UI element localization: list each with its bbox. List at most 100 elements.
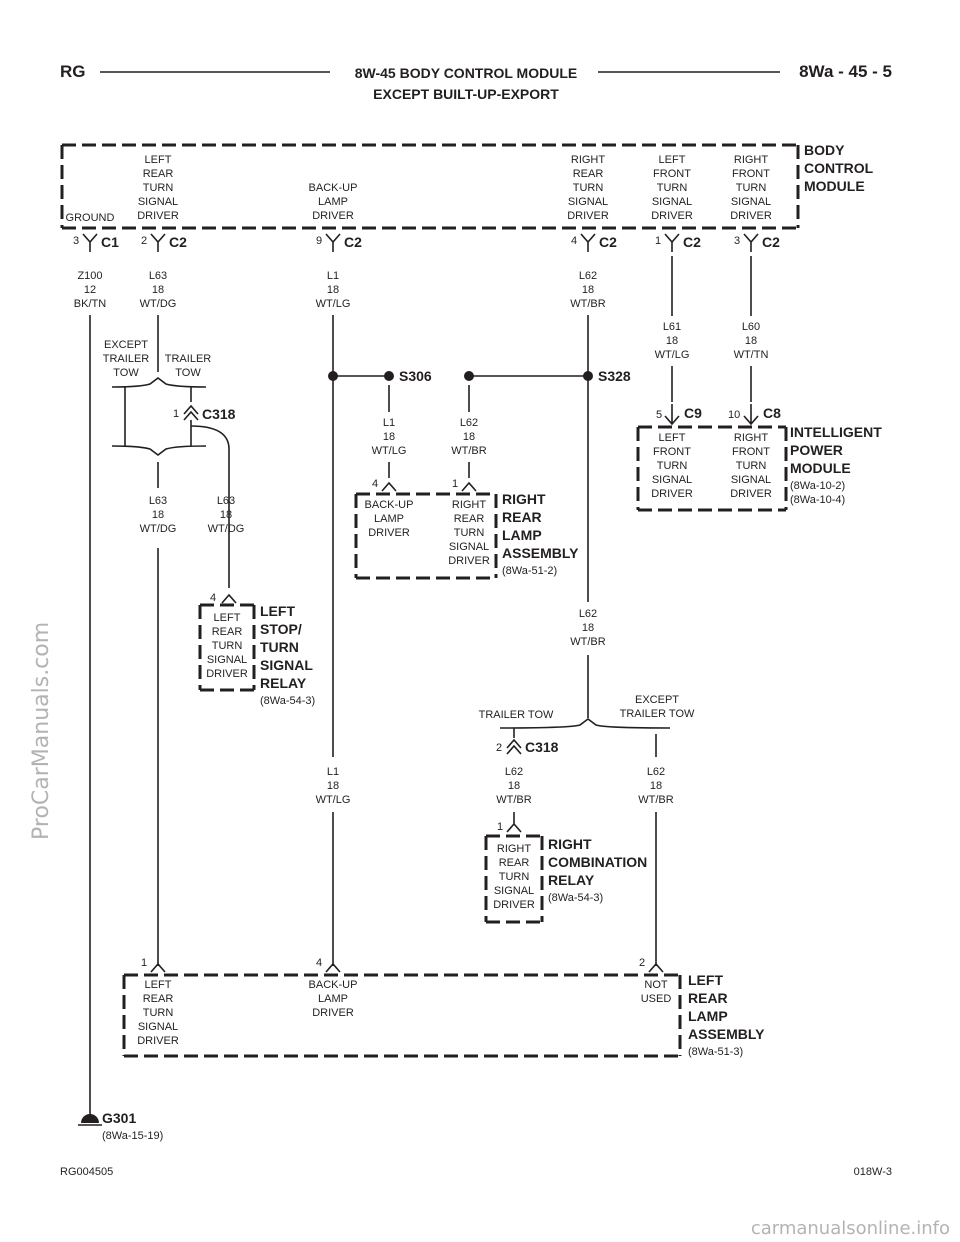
svg-text:BK/TN: BK/TN [74, 298, 106, 310]
svg-text:(8Wa-10-2): (8Wa-10-2) [790, 480, 845, 492]
stop-relay-label: LEFT REAR TURN SIGNAL DRIVER [206, 612, 248, 680]
svg-text:WT/LG: WT/LG [316, 794, 351, 806]
svg-text:SIGNAL: SIGNAL [138, 196, 178, 208]
svg-text:18: 18 [745, 335, 757, 347]
svg-text:DRIVER: DRIVER [312, 1007, 354, 1019]
svg-text:LEFT: LEFT [260, 603, 295, 619]
svg-text:RELAY: RELAY [260, 675, 307, 691]
svg-text:1: 1 [655, 235, 661, 247]
svg-text:LEFT: LEFT [145, 154, 172, 166]
svg-text:ASSEMBLY: ASSEMBLY [502, 545, 579, 561]
svg-text:TOW: TOW [113, 367, 139, 379]
svg-text:SIGNAL: SIGNAL [652, 196, 692, 208]
svg-text:C2: C2 [169, 234, 187, 250]
branch-right-brace [499, 718, 671, 729]
svg-text:WT/DG: WT/DG [140, 298, 177, 310]
svg-text:SIGNAL: SIGNAL [568, 196, 608, 208]
svg-text:FRONT: FRONT [732, 168, 770, 180]
svg-text:WT/BR: WT/BR [496, 794, 531, 806]
wire-label-l63-b: L63 18 WT/DG [208, 495, 245, 535]
svg-text:3: 3 [73, 235, 79, 247]
bcm-connector-c2-1: 1 C2 [655, 233, 701, 252]
rcr-pin1: 1 [497, 812, 522, 833]
svg-text:MODULE: MODULE [804, 178, 865, 194]
svg-text:18: 18 [666, 335, 678, 347]
svg-text:DRIVER: DRIVER [206, 668, 248, 680]
watermark-bottom: carmanualsonline.info [751, 1218, 950, 1239]
header-title-line2: EXCEPT BUILT-UP-EXPORT [373, 86, 559, 102]
ipm-name: INTELLIGENT POWER MODULE (8Wa-10-2) (8Wa… [790, 424, 882, 506]
svg-text:REAR: REAR [499, 857, 530, 869]
connector-c318-right: 2 C318 [496, 738, 559, 755]
svg-text:L62: L62 [579, 270, 597, 282]
lr-lamp-label-c: NOT USED [641, 979, 672, 1005]
bcm-connector-c2-9: 9 C2 [316, 233, 362, 252]
svg-text:BACK-UP: BACK-UP [309, 979, 358, 991]
splice-s306-label: S306 [399, 368, 432, 384]
branch-right-except-label: EXCEPT TRAILER TOW [620, 694, 695, 720]
wire-label-l1-top: L1 18 WT/LG [316, 270, 351, 310]
wire-label-z100: Z100 12 BK/TN [74, 270, 106, 310]
svg-text:TURN: TURN [260, 639, 299, 655]
svg-text:C318: C318 [525, 739, 559, 755]
svg-text:RIGHT: RIGHT [452, 499, 487, 511]
lr-lamp-label-b: BACK-UP LAMP DRIVER [309, 979, 358, 1019]
svg-text:SIGNAL: SIGNAL [138, 1021, 178, 1033]
footer-right: 018W-3 [854, 1166, 892, 1178]
lr-lamp-pin4: 4 [316, 957, 341, 973]
svg-text:DRIVER: DRIVER [567, 210, 609, 222]
svg-text:POWER: POWER [790, 442, 843, 458]
svg-text:1: 1 [173, 408, 179, 420]
ipm-left-label: LEFT FRONT TURN SIGNAL DRIVER [651, 432, 693, 500]
svg-text:DRIVER: DRIVER [493, 899, 535, 911]
svg-text:INTELLIGENT: INTELLIGENT [790, 424, 882, 440]
svg-text:TURN: TURN [212, 640, 243, 652]
svg-text:18: 18 [582, 284, 594, 296]
splice-s328-dot [583, 371, 593, 381]
bcm-pin-label-right-front: RIGHT FRONT TURN SIGNAL DRIVER [730, 154, 772, 222]
svg-text:REAR: REAR [454, 513, 485, 525]
svg-text:L62: L62 [505, 766, 523, 778]
wire-label-l63-a: L63 18 WT/DG [140, 495, 177, 535]
connector-c318-left: 1 C318 [173, 404, 236, 422]
rr-lamp-right-label: RIGHT REAR TURN SIGNAL DRIVER [448, 499, 490, 567]
ipm-right-label: RIGHT FRONT TURN SIGNAL DRIVER [730, 432, 772, 500]
svg-text:L1: L1 [327, 270, 339, 282]
svg-text:18: 18 [508, 780, 520, 792]
svg-text:3: 3 [734, 235, 740, 247]
svg-text:TOW: TOW [175, 367, 201, 379]
svg-text:(8Wa-51-3): (8Wa-51-3) [688, 1046, 743, 1058]
svg-text:USED: USED [641, 993, 672, 1005]
svg-text:4: 4 [316, 957, 322, 969]
svg-text:LAMP: LAMP [318, 993, 348, 1005]
svg-text:L61: L61 [663, 321, 681, 333]
svg-text:DRIVER: DRIVER [312, 210, 354, 222]
wire-label-l62-except: L62 18 WT/BR [638, 766, 673, 806]
svg-text:TRAILER TOW: TRAILER TOW [620, 708, 695, 720]
stop-relay-pin4: 4 [210, 592, 237, 604]
svg-text:TURN: TURN [143, 1007, 174, 1019]
splice-s306-dot-left [328, 371, 338, 381]
svg-text:18: 18 [220, 509, 232, 521]
bcm-pin-label-left-rear: LEFT REAR TURN SIGNAL DRIVER [137, 154, 179, 222]
bcm-pin-label-left-front: LEFT FRONT TURN SIGNAL DRIVER [651, 154, 693, 222]
svg-text:MODULE: MODULE [790, 460, 851, 476]
svg-text:TURN: TURN [736, 460, 767, 472]
svg-text:DRIVER: DRIVER [651, 488, 693, 500]
wire-label-l62-top: L62 18 WT/BR [570, 270, 605, 310]
svg-text:L62: L62 [460, 417, 478, 429]
svg-text:L63: L63 [149, 270, 167, 282]
svg-text:WT/BR: WT/BR [570, 636, 605, 648]
splice-s306-dot [384, 371, 394, 381]
svg-text:LAMP: LAMP [688, 1008, 728, 1024]
bcm-pin-label-ground: GROUND [66, 212, 115, 224]
svg-text:(8Wa-10-4): (8Wa-10-4) [790, 494, 845, 506]
branch-right-trailer-label: TRAILER TOW [479, 709, 554, 721]
bcm-pin-label-right-rear: RIGHT REAR TURN SIGNAL DRIVER [567, 154, 609, 222]
svg-text:SIGNAL: SIGNAL [207, 654, 247, 666]
wire-l63-relay [190, 425, 230, 588]
watermark-side: ProCarManuals.com [29, 622, 54, 840]
svg-text:(8Wa-54-3): (8Wa-54-3) [548, 892, 603, 904]
svg-text:REAR: REAR [502, 509, 542, 525]
